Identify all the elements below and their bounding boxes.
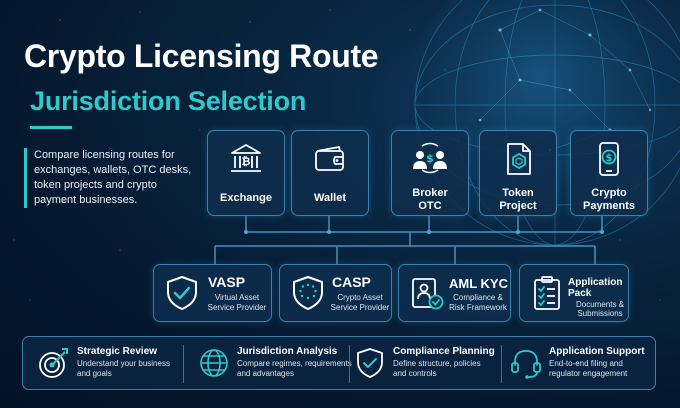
framework-card-casp: CASP Crypto Asset Service Provider xyxy=(279,264,392,322)
framework-title: Application xyxy=(568,277,623,288)
service-desc-line2: regulator engagement xyxy=(549,369,628,378)
service-desc-line2: and controls xyxy=(393,369,437,378)
id-verification-icon xyxy=(412,278,444,310)
service-strategic-review: Strategic Review Understand your busines… xyxy=(37,337,187,391)
framework-subtitle-line2: Risk Framework xyxy=(449,303,507,312)
business-label: Exchange xyxy=(220,192,272,204)
mobile-payment-icon: $ xyxy=(599,142,619,176)
business-label: Wallet xyxy=(314,192,346,204)
svg-text:$: $ xyxy=(606,153,613,164)
token-document-icon xyxy=(507,143,531,175)
framework-subtitle-line2: Service Provider xyxy=(330,303,390,312)
framework-title-line2: Pack xyxy=(568,288,592,299)
divider xyxy=(501,345,502,383)
service-desc-line2: and goals xyxy=(77,369,112,378)
business-label-line1: Broker xyxy=(412,187,448,199)
framework-title: AML KYC xyxy=(449,276,508,291)
business-label-line2: Payments xyxy=(583,200,635,212)
business-label-line2: OTC xyxy=(418,200,442,212)
framework-card-aml-kyc: AML KYC Compliance & Risk Framework xyxy=(398,264,511,322)
framework-title: CASP xyxy=(332,274,371,290)
business-label-line1: Crypto xyxy=(591,187,627,199)
page-title: Crypto Licensing Route xyxy=(24,38,379,74)
business-card-crypto-payments: $ Crypto Payments xyxy=(570,130,648,216)
service-title: Application Support xyxy=(549,346,645,357)
service-desc-line1: Define structure, policies xyxy=(393,359,481,368)
wallet-icon xyxy=(315,146,344,171)
shield-eu-stars-icon xyxy=(293,276,323,310)
divider xyxy=(349,345,350,383)
broker-exchange-icon: $ xyxy=(413,142,447,174)
framework-subtitle-line1: Crypto Asset xyxy=(337,293,383,302)
service-application-support: Application Support End-to-end filing an… xyxy=(509,337,649,391)
services-bar: Strategic Review Understand your busines… xyxy=(22,336,656,390)
target-icon xyxy=(39,348,68,378)
service-title: Strategic Review xyxy=(77,346,158,357)
framework-card-application-pack: Application Pack Documents & Submissions xyxy=(519,264,629,322)
service-desc-line1: End-to-end filing and xyxy=(549,359,623,368)
business-card-token-project: Token Project xyxy=(479,130,557,216)
service-title: Compliance Planning xyxy=(393,346,495,357)
business-card-broker-otc: $ Broker OTC xyxy=(391,130,469,216)
shield-check-icon xyxy=(357,348,383,378)
service-jurisdiction-analysis: Jurisdiction Analysis Compare regimes, r… xyxy=(197,337,357,391)
divider xyxy=(183,345,184,383)
description-text: Compare licensing routes for exchanges, … xyxy=(24,148,202,208)
framework-subtitle-line2: Submissions xyxy=(577,309,623,318)
globe-icon xyxy=(200,349,228,377)
bank-bitcoin-icon: ₿ xyxy=(231,144,261,172)
business-card-exchange: ₿ Exchange xyxy=(207,130,285,216)
business-card-wallet: Wallet xyxy=(291,130,369,216)
business-label-line2: Project xyxy=(499,200,537,212)
svg-text:$: $ xyxy=(426,152,434,165)
shield-check-icon xyxy=(167,276,197,310)
service-compliance-planning: Compliance Planning Define structure, po… xyxy=(353,337,503,391)
framework-subtitle-line1: Compliance & xyxy=(453,293,503,302)
title-accent-bar xyxy=(30,126,72,129)
service-desc-line1: Understand your business xyxy=(77,359,170,368)
checklist-icon xyxy=(534,276,560,310)
service-desc-line1: Compare regimes, requirements xyxy=(237,359,352,368)
framework-subtitle-line1: Virtual Asset xyxy=(214,293,260,302)
headset-icon xyxy=(511,350,541,379)
page-subtitle: Jurisdiction Selection xyxy=(30,86,307,116)
framework-subtitle-line1: Documents & xyxy=(575,300,625,309)
service-title: Jurisdiction Analysis xyxy=(237,346,338,357)
framework-subtitle-line2: Service Provider xyxy=(207,303,267,312)
business-label-line1: Token xyxy=(502,187,534,199)
framework-card-vasp: VASP Virtual Asset Service Provider xyxy=(153,264,272,322)
svg-text:₿: ₿ xyxy=(242,155,251,168)
service-desc-line2: and advantages xyxy=(237,369,294,378)
framework-title: VASP xyxy=(208,274,246,290)
